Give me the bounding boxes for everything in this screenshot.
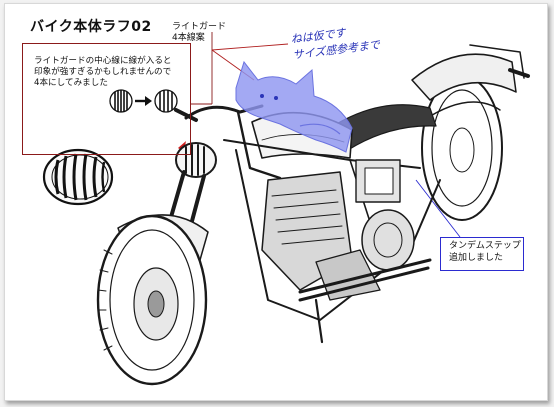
tandem-step-box bbox=[440, 237, 524, 271]
handwriting-leader-line bbox=[211, 43, 289, 51]
note-line: 4本にしてみました bbox=[34, 78, 108, 88]
motorcycle-sketch bbox=[96, 44, 530, 386]
note-box bbox=[22, 43, 191, 155]
grille-4-bar-icon bbox=[154, 89, 178, 113]
note-text: ライトガードの中心線に線が入ると 印象が強すぎるかもしれませんので 4本にしてみ… bbox=[34, 56, 172, 89]
light-guard-plan: 4本線案 bbox=[172, 33, 205, 43]
tandem-step-line: 追加しました bbox=[449, 253, 504, 263]
note-line: ライトガードの中心線に線が入ると bbox=[34, 56, 172, 66]
cat-silhouette-icon bbox=[235, 60, 353, 153]
large-grille-icon bbox=[42, 148, 114, 206]
light-guard-name: ライトガード bbox=[172, 22, 227, 32]
tandem-step-text: タンデムステップ 追加しました bbox=[449, 240, 521, 264]
tandem-step-line: タンデムステップ bbox=[449, 241, 521, 251]
tandem-leader-line bbox=[415, 179, 461, 238]
note-line: 印象が強すぎるかもしれませんので bbox=[34, 67, 172, 77]
arrow-right-icon bbox=[135, 96, 152, 106]
page-title: バイク本体ラフ02 bbox=[30, 19, 152, 35]
light-guard-label: ライトガード 4本線案 bbox=[172, 22, 226, 44]
grille-5-bar-icon bbox=[109, 89, 133, 113]
